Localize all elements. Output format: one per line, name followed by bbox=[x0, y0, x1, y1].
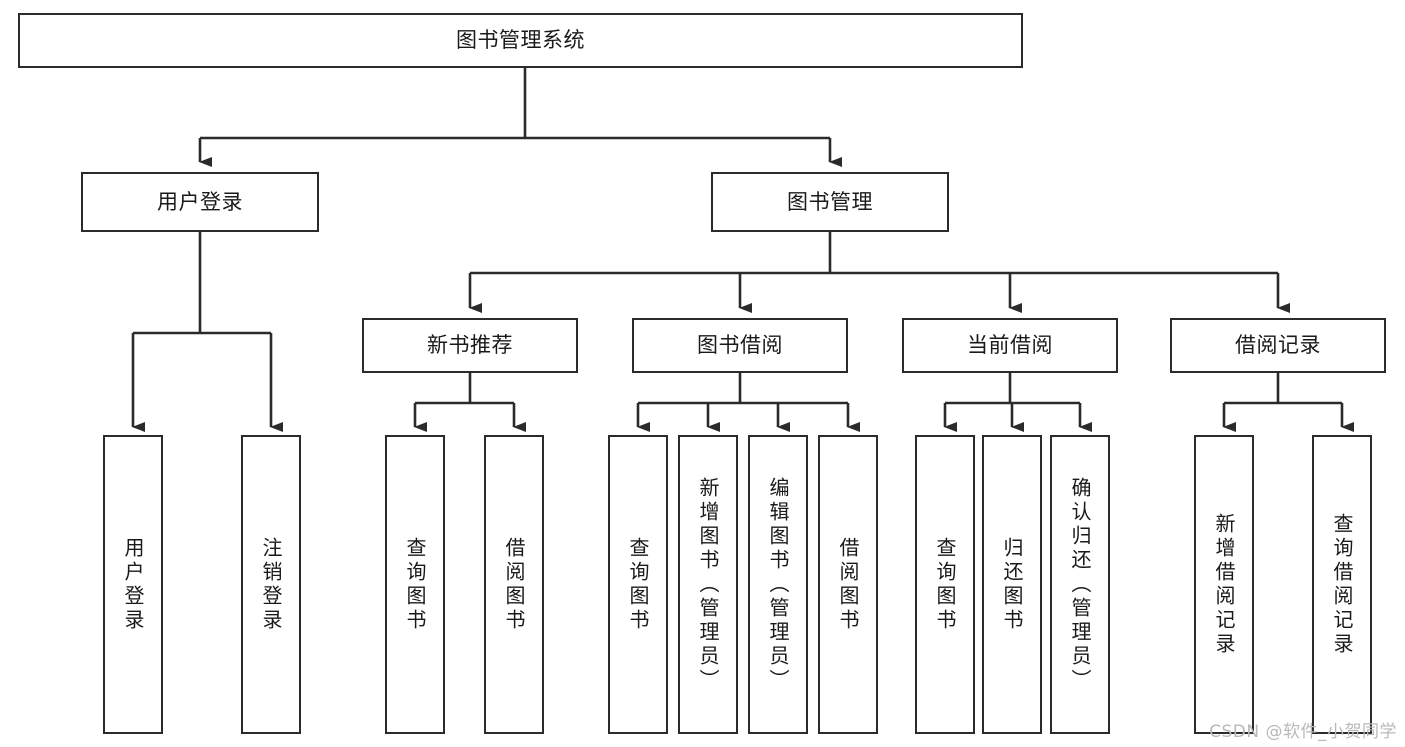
node-book-management-label: 图书管理 bbox=[787, 189, 873, 214]
leaf-user-login[interactable]: 用户登录 bbox=[103, 435, 163, 734]
watermark: CSDN @软件_小贺同学 bbox=[1209, 722, 1397, 742]
node-current-borrow[interactable]: 当前借阅 bbox=[902, 318, 1118, 373]
leaf-recommend-query-book-label: 查询图书 bbox=[403, 536, 427, 633]
leaf-borrow-edit-book-admin-label: 编辑图书（管理员） bbox=[766, 476, 790, 693]
leaf-recommend-borrow-book-label: 借阅图书 bbox=[502, 536, 526, 633]
node-borrow-records[interactable]: 借阅记录 bbox=[1170, 318, 1386, 373]
leaf-borrow-borrow-book[interactable]: 借阅图书 bbox=[818, 435, 878, 734]
node-new-book-recommend[interactable]: 新书推荐 bbox=[362, 318, 578, 373]
leaf-user-login-label: 用户登录 bbox=[121, 536, 145, 633]
node-current-borrow-label: 当前借阅 bbox=[967, 333, 1053, 358]
leaf-borrow-add-book-admin[interactable]: 新增图书（管理员） bbox=[678, 435, 738, 734]
leaf-borrow-query-book-label: 查询图书 bbox=[626, 536, 650, 633]
leaf-current-query-book[interactable]: 查询图书 bbox=[915, 435, 975, 734]
leaf-borrow-add-book-admin-label: 新增图书（管理员） bbox=[696, 476, 720, 693]
leaf-current-return-book-label: 归还图书 bbox=[1000, 536, 1024, 633]
node-root-label: 图书管理系统 bbox=[456, 28, 585, 53]
node-book-borrow-label: 图书借阅 bbox=[697, 333, 783, 358]
leaf-borrow-borrow-book-label: 借阅图书 bbox=[836, 536, 860, 633]
node-user-login-label: 用户登录 bbox=[157, 189, 243, 214]
leaf-logout[interactable]: 注销登录 bbox=[241, 435, 301, 734]
leaf-recommend-borrow-book[interactable]: 借阅图书 bbox=[484, 435, 544, 734]
node-new-book-recommend-label: 新书推荐 bbox=[427, 333, 513, 358]
leaf-records-add-record[interactable]: 新增借阅记录 bbox=[1194, 435, 1254, 734]
node-book-borrow[interactable]: 图书借阅 bbox=[632, 318, 848, 373]
node-borrow-records-label: 借阅记录 bbox=[1235, 333, 1321, 358]
leaf-current-confirm-return-admin[interactable]: 确认归还（管理员） bbox=[1050, 435, 1110, 734]
leaf-records-query-record[interactable]: 查询借阅记录 bbox=[1312, 435, 1372, 734]
node-user-login[interactable]: 用户登录 bbox=[81, 172, 319, 232]
leaf-current-query-book-label: 查询图书 bbox=[933, 536, 957, 633]
leaf-recommend-query-book[interactable]: 查询图书 bbox=[385, 435, 445, 734]
leaf-records-query-record-label: 查询借阅记录 bbox=[1330, 512, 1354, 657]
leaf-borrow-edit-book-admin[interactable]: 编辑图书（管理员） bbox=[748, 435, 808, 734]
node-book-management[interactable]: 图书管理 bbox=[711, 172, 949, 232]
leaf-current-return-book[interactable]: 归还图书 bbox=[982, 435, 1042, 734]
leaf-records-add-record-label: 新增借阅记录 bbox=[1212, 512, 1236, 657]
leaf-current-confirm-return-admin-label: 确认归还（管理员） bbox=[1068, 476, 1092, 693]
leaf-borrow-query-book[interactable]: 查询图书 bbox=[608, 435, 668, 734]
node-root[interactable]: 图书管理系统 bbox=[18, 13, 1023, 68]
leaf-logout-label: 注销登录 bbox=[259, 536, 283, 633]
